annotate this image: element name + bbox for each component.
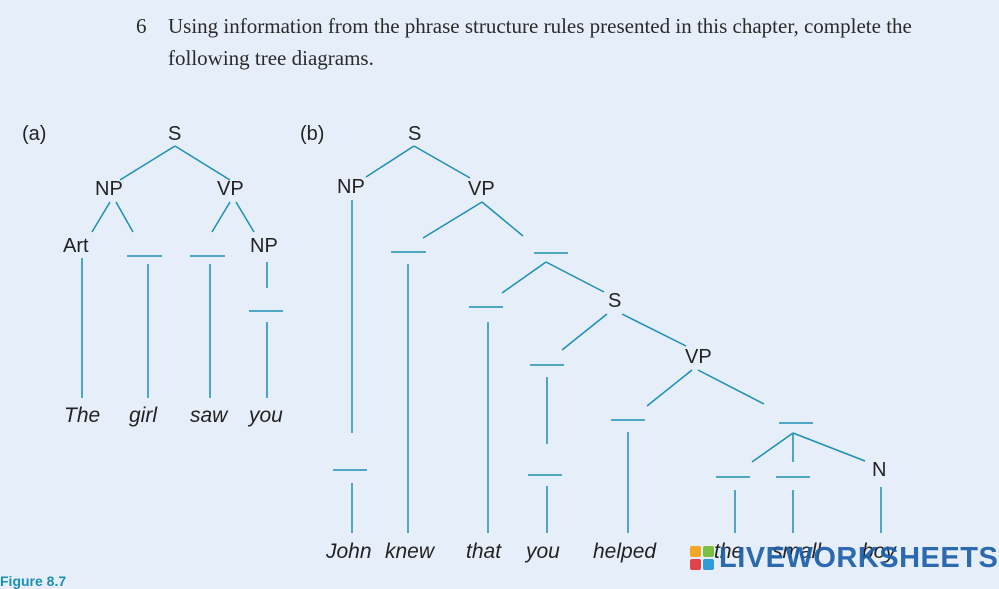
exercise-number: 6 [136,14,147,38]
branch-b-s-np [365,145,415,178]
tree-a-label: (a) [22,123,46,145]
branch-np-n [115,201,134,233]
tree-a-node-np2: NP [250,235,278,257]
tree-a-word-1: The [64,404,100,427]
tree-a-node-art: Art [63,235,89,257]
tree-b: (b) S NP VP S VP N [300,123,897,563]
tree-a-word-4: you [247,404,283,427]
tree-a-word-2: girl [129,404,158,427]
tree-b-word-1: John [325,540,372,563]
tree-b-word-2: knew [385,540,436,563]
branch-vp-v [211,201,231,233]
branch-b-sbar-s [545,261,605,293]
tree-b-word-7: small [772,540,822,563]
tree-a-word-3: saw [190,404,229,427]
logo-square-1 [690,546,701,557]
tree-b-word-5: helped [593,540,657,563]
logo-square-2 [703,546,714,557]
tree-b-node-s: S [408,123,421,145]
exercise-text: Using information from the phrase struct… [168,14,912,70]
branch-b-vp2-v [646,369,693,407]
liveworksheets-watermark: LIVEWORKSHEETS [690,540,998,576]
branch-b-vp-v [422,201,483,239]
tree-b-word-8: boy [862,540,897,563]
tree-b-node-vp: VP [468,178,495,200]
branch-b-s-vp2 [621,313,687,347]
branch-s-vp [174,145,231,181]
watermark-text: LIVEWORKSHEETS [719,541,999,574]
tree-b-node-np: NP [337,176,365,198]
branch-b-s-vp [413,145,471,179]
branch-b-np-n [792,432,866,462]
branch-b-np-art [751,432,794,463]
tree-b-word-4: you [524,540,560,563]
tree-b-node-s2: S [608,290,621,312]
tree-a: (a) S NP VP Art NP The girl saw you [22,123,283,427]
tree-b-node-n: N [872,459,886,481]
branch-s-np [119,145,176,181]
tree-b-node-vp2: VP [685,346,712,368]
branch-vp-np [235,201,255,233]
tree-a-node-np: NP [95,178,123,200]
liveworksheets-logo-icon [690,546,714,570]
tree-a-node-vp: VP [217,178,244,200]
logo-square-4 [703,559,714,570]
branch-b-vp2-np [697,369,765,405]
figure-caption: Figure 8.7 [0,573,67,589]
tree-b-word-3: that [466,540,502,563]
tree-b-label: (b) [300,123,324,145]
branch-np-art [91,201,111,233]
logo-square-3 [690,559,701,570]
tree-b-word-6: the [714,540,743,563]
branch-b-s-np2 [561,313,608,351]
branch-b-sbar-comp [501,261,547,294]
branch-b-vp-sbar [481,201,524,237]
tree-a-node-s: S [168,123,181,145]
exercise-prompt: 6 Using information from the phrase stru… [136,10,956,74]
